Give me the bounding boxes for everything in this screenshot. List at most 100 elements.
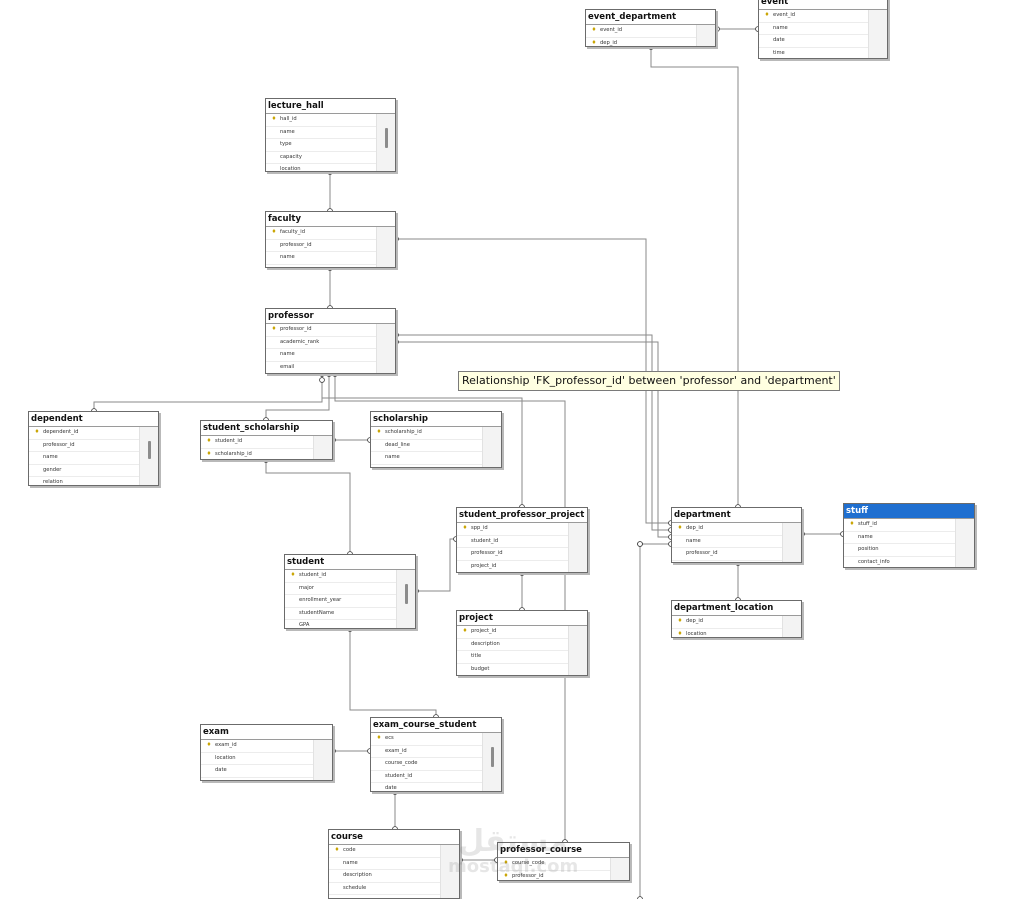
table-scrollbar[interactable]	[482, 733, 501, 791]
table-title[interactable]: student_professor_project	[457, 508, 587, 523]
column-row[interactable]: ♦event_id	[586, 25, 697, 38]
column-row[interactable]: ♦faculty_id	[266, 227, 377, 240]
column-row[interactable]: ♦event_id	[759, 10, 869, 23]
column-row[interactable]: name	[266, 127, 377, 139]
column-row[interactable]: date	[201, 765, 314, 778]
table-scrollbar[interactable]	[568, 626, 587, 675]
table-scrollbar[interactable]	[955, 519, 974, 567]
table-scrollbar[interactable]	[696, 25, 715, 46]
table-scrollbar[interactable]	[782, 523, 801, 562]
scrollbar-thumb[interactable]	[148, 441, 151, 459]
table-title[interactable]: exam_course_student	[371, 718, 501, 733]
column-row[interactable]: academic_rank	[266, 337, 377, 349]
table-title[interactable]: student_scholarship	[201, 421, 332, 436]
table-title[interactable]: lecture_hall	[266, 99, 395, 114]
column-row[interactable]: ♦dep_id	[672, 616, 783, 629]
table-scholarship[interactable]: scholarship♦scholarship_iddead_linenamea…	[370, 411, 502, 468]
column-row[interactable]: name	[844, 532, 956, 544]
column-row[interactable]: ♦course_code	[498, 858, 611, 871]
column-row[interactable]: studentName	[285, 608, 397, 620]
column-row[interactable]: position	[844, 544, 956, 557]
table-title[interactable]: course	[329, 830, 459, 845]
table-title[interactable]: exam	[201, 725, 332, 740]
column-row[interactable]: ♦dep_id	[586, 38, 697, 47]
table-scrollbar[interactable]	[376, 114, 395, 171]
relationship-line[interactable]	[349, 629, 437, 717]
column-row[interactable]: date	[759, 35, 869, 48]
table-title[interactable]: stuff	[844, 504, 974, 519]
column-row[interactable]: ♦hall_id	[266, 114, 377, 127]
column-row[interactable]: ♦spp_id	[457, 523, 569, 536]
table-scrollbar[interactable]	[139, 427, 158, 485]
column-row[interactable]: faculty_id	[672, 561, 783, 563]
column-row[interactable]: professor_id	[266, 240, 377, 252]
column-row[interactable]: description	[457, 639, 569, 651]
column-row[interactable]: budget	[457, 664, 569, 676]
column-row[interactable]: application_process	[371, 465, 483, 468]
table-event[interactable]: event♦event_idnamedatetimelocation	[758, 0, 888, 59]
column-row[interactable]: student_id	[457, 536, 569, 548]
scrollbar-thumb[interactable]	[491, 747, 494, 767]
column-row[interactable]: ♦ecs	[371, 733, 483, 746]
column-row[interactable]: ♦stuff_id	[844, 519, 956, 532]
column-row[interactable]: ♦code	[329, 845, 441, 858]
relationship-line[interactable]	[321, 380, 523, 507]
column-row[interactable]: ♦scholarship_id	[371, 427, 483, 440]
table-title[interactable]: project	[457, 611, 587, 626]
table-scrollbar[interactable]	[568, 523, 587, 572]
column-row[interactable]: name	[29, 452, 140, 465]
column-row[interactable]: name	[371, 452, 483, 465]
column-row[interactable]: ♦scholarship_id	[201, 449, 314, 460]
table-scrollbar[interactable]	[610, 858, 629, 880]
table-scrollbar[interactable]	[782, 616, 801, 637]
table-title[interactable]: department_location	[672, 601, 801, 616]
table-student-scholarship[interactable]: student_scholarship♦student_id♦scholarsh…	[200, 420, 333, 460]
table-title[interactable]: faculty	[266, 212, 395, 227]
column-row[interactable]: capacity	[266, 152, 377, 164]
relationship-line[interactable]	[265, 374, 330, 420]
table-event-department[interactable]: event_department♦event_id♦dep_id	[585, 9, 716, 47]
column-row[interactable]: type	[266, 139, 377, 152]
column-row[interactable]: gender	[29, 465, 140, 477]
column-row[interactable]: GPA	[285, 620, 397, 628]
column-row[interactable]: student_id	[371, 771, 483, 783]
table-department[interactable]: department♦dep_idnameprofessor_idfaculty…	[671, 507, 802, 563]
table-title[interactable]: dependent	[29, 412, 158, 427]
table-scrollbar[interactable]	[313, 740, 332, 780]
table-title[interactable]: scholarship	[371, 412, 501, 427]
column-row[interactable]: location	[201, 753, 314, 765]
scrollbar-thumb[interactable]	[405, 584, 408, 604]
table-scrollbar[interactable]	[376, 227, 395, 267]
column-row[interactable]: date	[371, 783, 483, 791]
table-scrollbar[interactable]	[482, 427, 501, 467]
relationship-line[interactable]	[93, 374, 323, 411]
column-row[interactable]: enrollment_year	[285, 595, 397, 608]
column-row[interactable]: ♦professor_id	[266, 324, 377, 337]
column-row[interactable]: name	[759, 23, 869, 35]
column-row[interactable]: dead_line	[371, 440, 483, 452]
column-row[interactable]: location	[266, 164, 377, 171]
table-scrollbar[interactable]	[376, 324, 395, 373]
column-row[interactable]: title	[457, 651, 569, 664]
column-row[interactable]: name	[266, 252, 377, 265]
relationship-line[interactable]	[396, 334, 671, 531]
column-row[interactable]: schedule	[329, 883, 441, 895]
column-row[interactable]: ♦exam_id	[201, 740, 314, 753]
column-row[interactable]: exam_id	[371, 746, 483, 758]
table-title[interactable]: event	[759, 0, 887, 10]
column-row[interactable]: time	[759, 48, 869, 59]
table-exam[interactable]: exam♦exam_idlocationdatetime	[200, 724, 333, 781]
table-title[interactable]: department	[672, 508, 801, 523]
table-scrollbar[interactable]	[396, 570, 415, 628]
table-title[interactable]: student	[285, 555, 415, 570]
column-row[interactable]: name	[266, 349, 377, 362]
table-faculty[interactable]: faculty♦faculty_idprofessor_idnamehall_i…	[265, 211, 396, 268]
relationship-line[interactable]	[650, 47, 739, 507]
